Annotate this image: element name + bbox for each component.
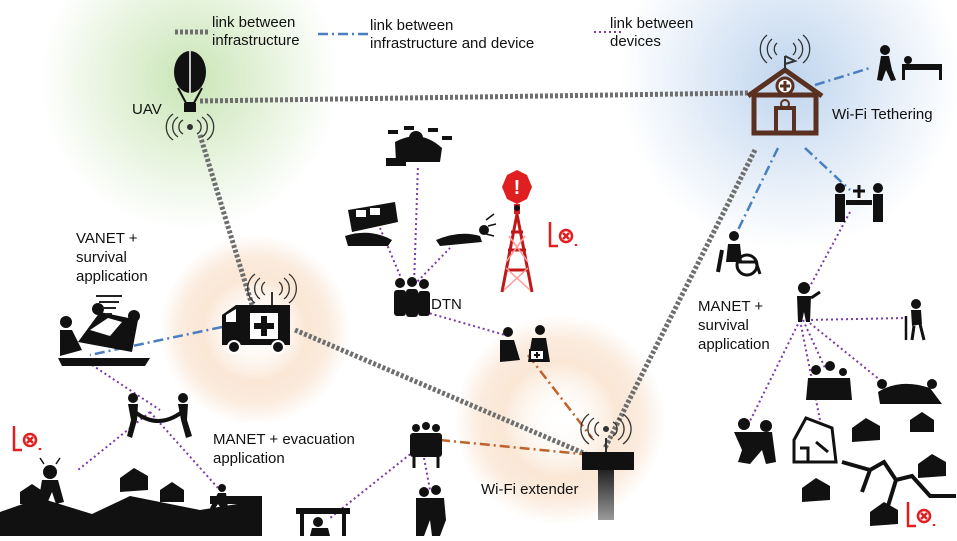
link-hospital-walker [814,66,871,87]
rubble-victim-icon [386,126,452,166]
link-car-carriers [91,364,161,411]
uav-coverage-glow [40,0,340,230]
link-dtn-rubble [413,164,419,286]
crutch-person-icon [904,299,926,341]
svg-text:!: ! [514,177,521,199]
link-uav-hospital [199,90,749,104]
link-carriers-child [149,411,219,489]
crawling-people-icon [877,379,942,404]
running-child-icon [210,484,228,510]
walking-patient-icon [877,45,942,81]
wheelchair-icon [716,231,762,277]
legend-samples [175,29,622,36]
earthquake-symbol-icon [548,222,578,248]
link-rescuer-crawl [805,319,886,385]
coverage-glows [40,0,957,525]
rescuer-icon [797,282,821,322]
people-group-icon [410,422,442,468]
fleeing-person-icon [38,457,64,506]
uav-label: UAV [132,101,162,118]
stretcher-carriers-icon [127,393,192,438]
device-links [77,164,907,519]
earthquake-town-icon [0,468,262,536]
legend-infra-label: link between infrastructure [212,14,300,49]
running-family-icon [734,418,776,464]
dtn-label: DTN [431,296,462,313]
manet-evacuation-label: MANET + evacuation application [213,431,355,467]
injured-person-icon [436,213,497,246]
shelter-table-icon [296,508,350,536]
legend-infra-device-label: link between infrastructure and device [370,17,535,52]
cell-tower-alert-icon: ! [500,170,534,293]
earthquake-symbol-icon [906,502,936,528]
first-aid-pair-icon [500,325,550,362]
infrastructure-links [197,90,758,461]
ground-crack-icon [841,459,956,507]
tornado-icon [96,295,122,315]
link-dtn-injured [413,247,451,286]
link-rescuer-family [802,319,827,371]
infra-device-links [89,66,871,357]
hugging-people-icon [416,485,446,536]
hospital-icon [746,34,824,136]
link-carriers-house [77,411,151,471]
overturned-car-icon [58,303,150,366]
ambulance-icon [222,273,297,354]
wifi-tethering-label: Wi-Fi Tethering [832,106,933,123]
vanet-label: VANET + survival application [76,230,148,285]
link-group-extender [439,438,593,457]
hospital-coverage-glow [620,0,957,250]
collapsed-house-icon [792,416,838,464]
wifi-extender-pole-icon [580,413,634,520]
wifi-extender-label: Wi-Fi extender [481,481,579,498]
balloon-uav-icon [165,51,215,141]
dtn-group-icon [394,277,430,317]
crashed-bus-icon [345,202,398,246]
link-group-hugging [423,457,431,491]
link-rescuer-house [799,319,821,421]
link-ambulance-car [89,325,223,357]
link-ambulance-extender [294,327,596,461]
stretcher-team-icon [835,183,883,222]
link-dtn-firstaid [424,311,506,336]
link-group-shelter [329,447,419,519]
scattered-houses-icon [802,412,946,526]
seated-family-icon [806,361,852,400]
link-hospital-wheelchair [734,147,780,235]
earthquake-symbol-icon [12,426,42,452]
link-hospital-extender [602,148,758,450]
link-rescuer-crutch [805,317,907,321]
manet-survival-label: MANET + survival application [698,298,770,353]
legend-devices-label: link between devices [610,15,694,50]
